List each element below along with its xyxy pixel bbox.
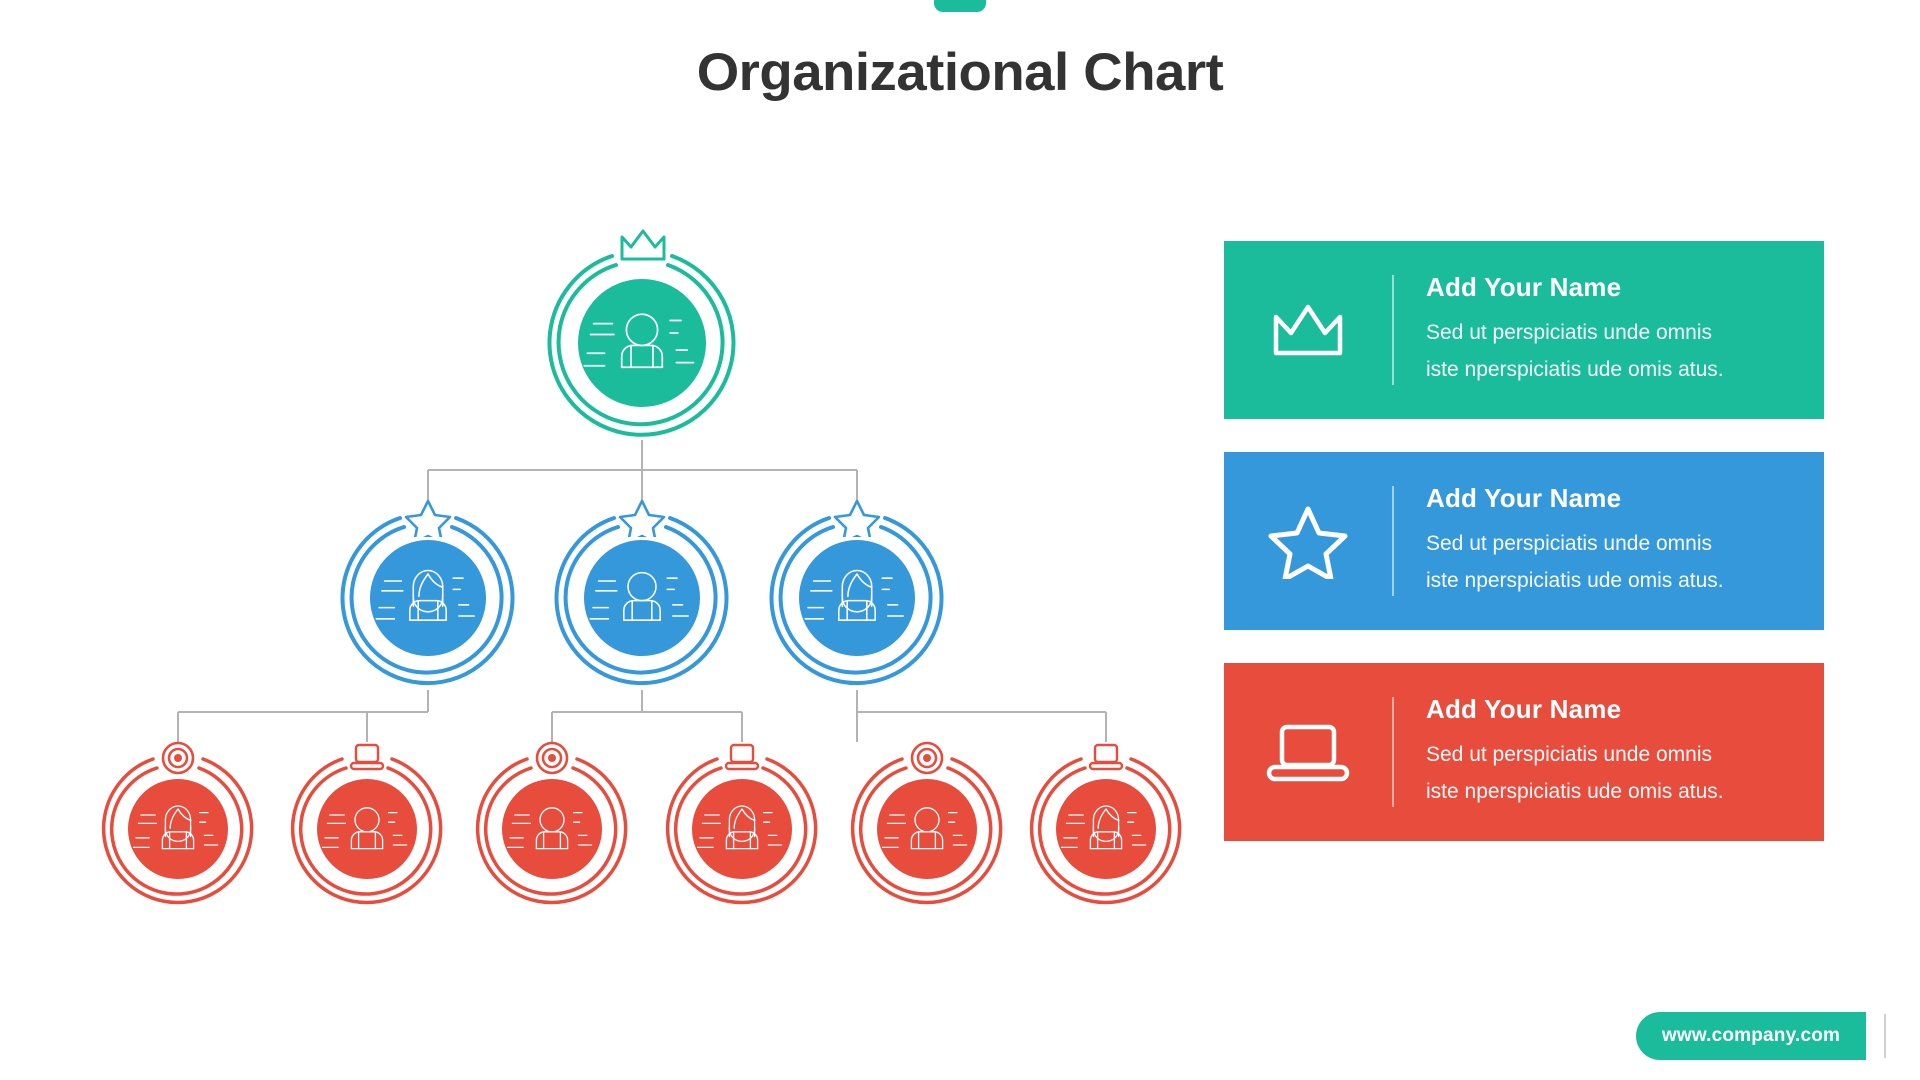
org-node-n5[interactable] xyxy=(98,741,258,915)
website-badge[interactable]: www.company.com xyxy=(1636,1012,1866,1060)
org-node-n1[interactable] xyxy=(545,229,740,445)
card-divider xyxy=(1392,486,1394,596)
target-icon xyxy=(910,741,944,775)
card-divider xyxy=(1392,697,1394,807)
star-icon xyxy=(1224,452,1392,630)
legend-cards: Add Your Name Sed ut perspiciatis unde o… xyxy=(1224,241,1824,874)
card-divider xyxy=(1392,275,1394,385)
target-icon xyxy=(535,741,569,775)
card-description-line1: Sed ut perspiciatis unde omnis xyxy=(1426,532,1712,556)
org-node-n8[interactable] xyxy=(662,743,822,915)
card-body: Add Your Name Sed ut perspiciatis unde o… xyxy=(1426,483,1824,598)
card-title: Add Your Name xyxy=(1426,272,1622,303)
crown-icon xyxy=(1224,241,1392,419)
page-title: Organizational Chart xyxy=(696,43,1224,102)
card-description: Sed ut perspiciatis unde omnis iste nper… xyxy=(1426,737,1798,809)
target-icon xyxy=(161,741,195,775)
org-node-n6[interactable] xyxy=(287,743,447,915)
star-icon xyxy=(618,499,666,537)
card-body: Add Your Name Sed ut perspiciatis unde o… xyxy=(1426,272,1824,387)
legend-card-green[interactable]: Add Your Name Sed ut perspiciatis unde o… xyxy=(1224,241,1824,419)
card-description-line1: Sed ut perspiciatis unde omnis xyxy=(1426,321,1712,345)
node-graphic-red xyxy=(475,757,628,905)
footer-divider xyxy=(1884,1014,1886,1058)
card-description: Sed ut perspiciatis unde omnis iste nper… xyxy=(1426,315,1798,387)
crown-icon xyxy=(620,229,666,261)
org-node-n4[interactable] xyxy=(766,499,948,695)
laptop-icon xyxy=(1088,743,1124,771)
website-label: www.company.com xyxy=(1661,1025,1841,1046)
card-description-line2: iste nperspiciatis ude omis atus. xyxy=(1426,779,1724,803)
laptop-icon xyxy=(724,743,760,771)
org-node-n10[interactable] xyxy=(1026,743,1186,915)
node-graphic-red xyxy=(665,757,818,905)
star-icon xyxy=(404,499,452,537)
laptop-icon xyxy=(349,743,385,771)
org-chart-canvas xyxy=(98,229,1186,915)
org-node-n9[interactable] xyxy=(847,741,1007,915)
node-graphic-blue xyxy=(554,516,729,686)
card-description: Sed ut perspiciatis unde omnis iste nper… xyxy=(1426,526,1798,598)
legend-card-red[interactable]: Add Your Name Sed ut perspiciatis unde o… xyxy=(1224,663,1824,841)
org-node-n7[interactable] xyxy=(472,741,632,915)
node-graphic-red xyxy=(290,757,443,905)
card-title: Add Your Name xyxy=(1426,694,1622,725)
node-graphic-red xyxy=(1029,757,1182,905)
card-description-line1: Sed ut perspiciatis unde omnis xyxy=(1426,743,1712,767)
legend-card-blue[interactable]: Add Your Name Sed ut perspiciatis unde o… xyxy=(1224,452,1824,630)
org-node-n2[interactable] xyxy=(337,499,519,695)
top-accent-tab xyxy=(934,0,986,12)
card-description-line2: iste nperspiciatis ude omis atus. xyxy=(1426,357,1724,381)
node-graphic-green xyxy=(547,254,736,437)
node-graphic-red xyxy=(850,757,1003,905)
org-node-n3[interactable] xyxy=(551,499,733,695)
laptop-icon xyxy=(1224,663,1392,841)
card-body: Add Your Name Sed ut perspiciatis unde o… xyxy=(1426,694,1824,809)
star-icon xyxy=(833,499,881,537)
card-description-line2: iste nperspiciatis ude omis atus. xyxy=(1426,568,1724,592)
node-graphic-blue xyxy=(340,516,515,686)
card-title: Add Your Name xyxy=(1426,483,1622,514)
node-graphic-blue xyxy=(769,516,944,686)
connector-lines xyxy=(177,440,1107,742)
